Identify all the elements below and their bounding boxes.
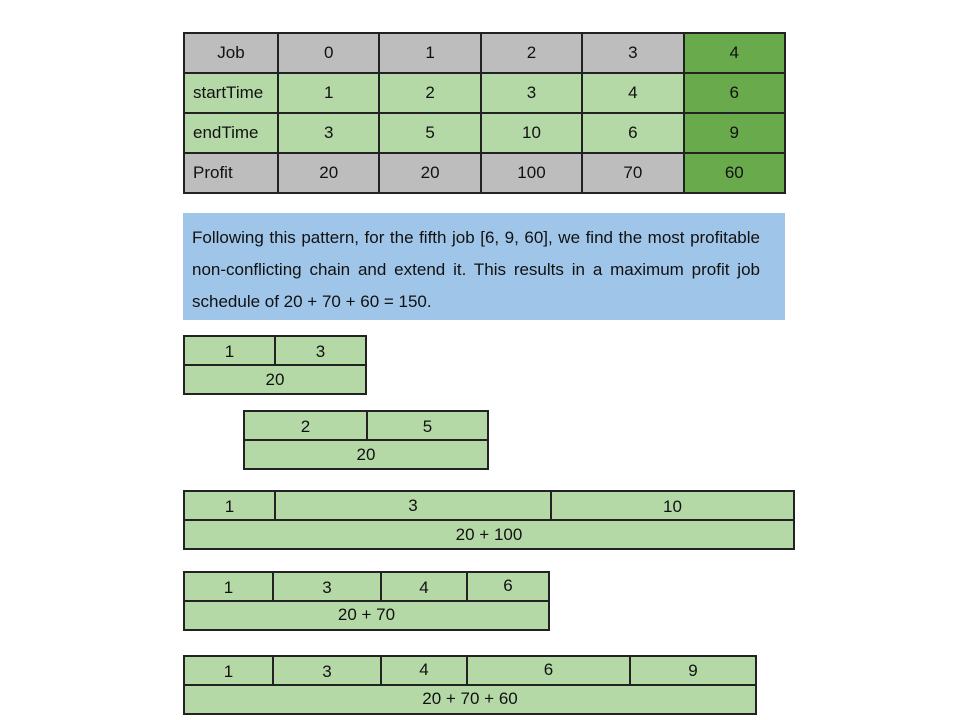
table-row-starttime: startTime 1 2 3 4 6 xyxy=(183,72,787,114)
row-header-job: Job xyxy=(183,32,279,74)
profit-cell: 20 xyxy=(378,152,482,194)
chain-time-cell: 3 xyxy=(274,573,382,600)
job-index-cell: 2 xyxy=(479,32,584,74)
job-index-cell: 0 xyxy=(276,32,381,74)
chain-time-row: 2 5 xyxy=(243,410,489,441)
table-row-profit: Profit 20 20 100 70 60 xyxy=(183,152,787,194)
chain-time-cell: 1 xyxy=(185,657,274,684)
table-row-endtime: endTime 3 5 10 6 9 xyxy=(183,112,787,154)
chain-profit-cell: 20 xyxy=(243,441,489,470)
profit-cell: 20 xyxy=(276,152,381,194)
chain-time-cell: 1 xyxy=(185,492,276,519)
chain-time-cell: 1 xyxy=(185,337,276,364)
chain-block: 2 5 20 xyxy=(243,410,489,470)
chain-block: 1 3 4 6 20 + 70 xyxy=(183,571,550,631)
endtime-cell-highlighted: 9 xyxy=(682,112,787,154)
chain-time-cell: 9 xyxy=(688,661,698,680)
starttime-cell-highlighted: 6 xyxy=(682,72,787,114)
profit-cell-highlighted: 60 xyxy=(682,152,787,194)
chain-time-row: 1 3 4 6 xyxy=(183,571,550,602)
profit-cell: 100 xyxy=(479,152,584,194)
chain-time-row: 1 3 4 6 9 xyxy=(183,655,757,686)
chain-time-cell: 6 xyxy=(503,576,513,595)
starttime-cell: 4 xyxy=(581,72,685,114)
chain-time-cell: 6 xyxy=(468,657,631,684)
explanation-note: Following this pattern, for the fifth jo… xyxy=(183,213,785,320)
chain-block: 1 3 20 xyxy=(183,335,367,395)
chain-profit-cell: 20 + 100 xyxy=(183,521,795,550)
job-index-cell: 1 xyxy=(378,32,482,74)
chain-time-cell: 10 xyxy=(663,497,682,516)
chain-time-cell: 2 xyxy=(245,412,368,439)
chain-profit-cell: 20 + 70 + 60 xyxy=(183,686,757,715)
row-header-starttime: startTime xyxy=(183,72,279,114)
chain-profit-cell: 20 + 70 xyxy=(183,602,550,631)
endtime-cell: 10 xyxy=(479,112,584,154)
row-header-endtime: endTime xyxy=(183,112,279,154)
chain-time-cell: 1 xyxy=(185,573,274,600)
chain-time-cell: 3 xyxy=(274,657,382,684)
job-index-cell: 3 xyxy=(581,32,685,74)
endtime-cell: 5 xyxy=(378,112,482,154)
chain-block: 1 3 10 20 + 100 xyxy=(183,490,795,550)
starttime-cell: 2 xyxy=(378,72,482,114)
chain-time-cell: 3 xyxy=(315,342,326,361)
endtime-cell: 6 xyxy=(581,112,685,154)
starttime-cell: 1 xyxy=(276,72,381,114)
chain-time-row: 1 3 xyxy=(183,335,367,366)
starttime-cell: 3 xyxy=(479,72,584,114)
job-index-cell-highlighted: 4 xyxy=(682,32,787,74)
table-row-job: Job 0 1 2 3 4 xyxy=(183,32,787,74)
chain-time-cell: 4 xyxy=(382,573,468,600)
chain-time-row: 1 3 10 xyxy=(183,490,795,521)
profit-cell: 70 xyxy=(581,152,685,194)
chain-block: 1 3 4 6 9 20 + 70 + 60 xyxy=(183,655,757,715)
chain-profit-cell: 20 xyxy=(183,366,367,395)
chain-time-cell: 4 xyxy=(382,657,468,684)
row-header-profit: Profit xyxy=(183,152,279,194)
job-schedule-table: Job 0 1 2 3 4 startTime 1 2 3 4 6 endTim… xyxy=(183,32,787,194)
chain-time-cell: 5 xyxy=(422,417,433,436)
endtime-cell: 3 xyxy=(276,112,381,154)
chain-time-cell: 3 xyxy=(276,492,552,519)
